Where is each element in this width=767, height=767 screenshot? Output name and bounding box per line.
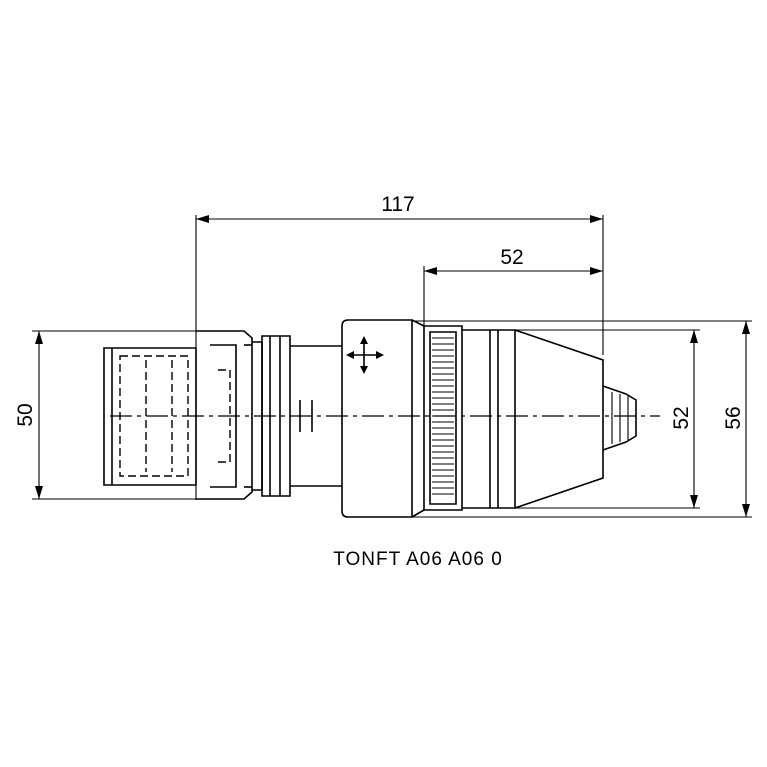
dimension-overall-length: 117 [195,193,604,500]
drawing-caption: TONFT A06 A06 0 [333,549,503,570]
dimension-bezel-diameter: 56 [412,320,752,518]
four-way-arrow-icon [346,336,384,374]
contact-block [103,330,253,500]
dimension-body-height: 50 [14,330,196,500]
dim-label-50: 50 [14,403,37,426]
dim-label-117: 117 [381,193,414,216]
dimension-head-length: 52 [423,246,603,330]
conical-head [514,329,637,509]
dim-label-52-top: 52 [500,246,523,269]
dim-label-52-side: 52 [670,406,693,429]
bezel-housing [341,319,425,518]
dim-label-56: 56 [722,406,745,429]
dimension-head-diameter: 52 [515,329,700,509]
knurled-ring [423,325,516,511]
